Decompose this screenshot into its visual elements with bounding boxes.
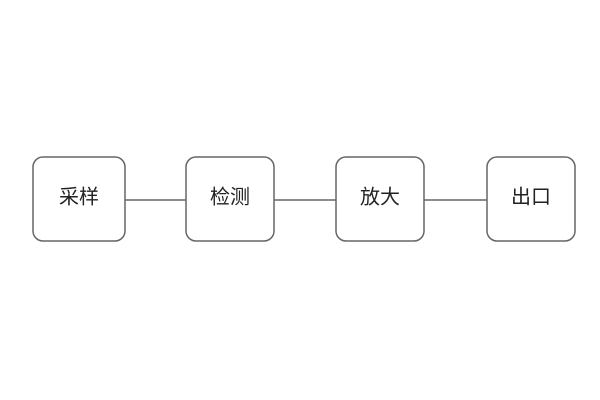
node-sampling-label: 采样: [59, 185, 99, 209]
node-group: 采样 检测 放大 出口: [32, 156, 576, 242]
node-detection-label: 检测: [210, 185, 250, 209]
node-amplification[interactable]: 放大: [335, 156, 425, 242]
node-amplification-box[interactable]: [335, 156, 425, 242]
node-detection[interactable]: 检测: [185, 156, 275, 242]
node-outlet-box[interactable]: [486, 156, 576, 242]
node-sampling[interactable]: 采样: [32, 156, 126, 242]
node-amplification-label: 放大: [360, 185, 400, 209]
node-sampling-box[interactable]: [32, 156, 126, 242]
node-outlet-label: 出口: [511, 185, 551, 209]
node-outlet[interactable]: 出口: [486, 156, 576, 242]
node-detection-box[interactable]: [185, 156, 275, 242]
